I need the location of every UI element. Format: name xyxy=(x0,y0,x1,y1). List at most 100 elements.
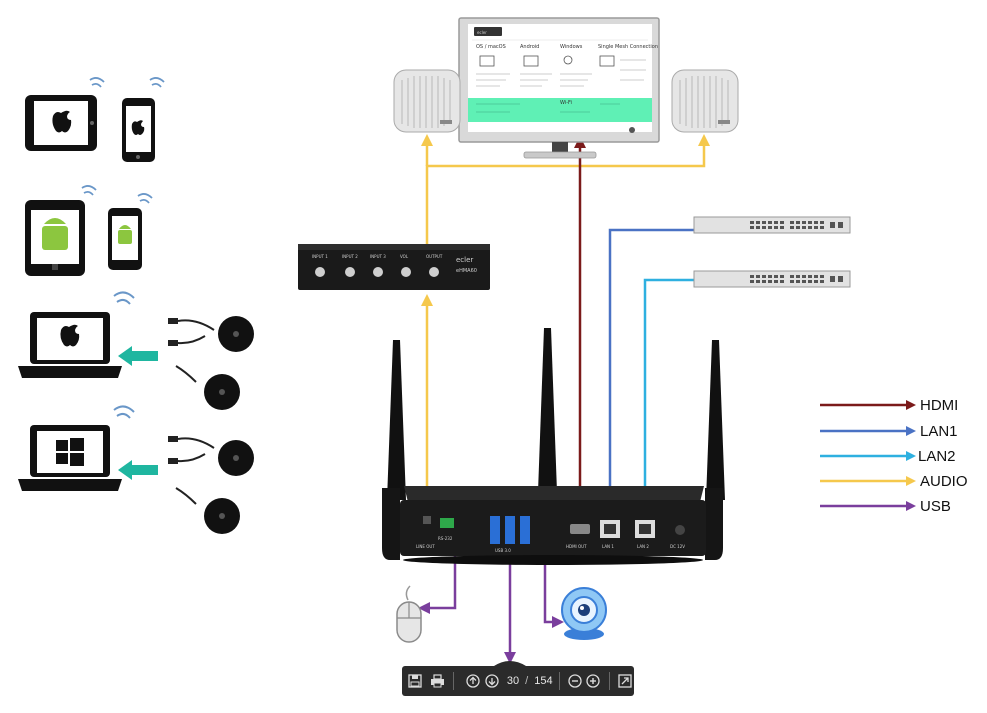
legend-arrow-audio xyxy=(906,476,916,486)
mouse-icon xyxy=(396,585,422,643)
amp-input-3: INPUT 3 xyxy=(370,254,386,259)
port-label-lan2: LAN 2 xyxy=(637,544,649,549)
amp-input-2: INPUT 2 xyxy=(342,254,358,259)
wireless-dongle-icon xyxy=(168,453,206,464)
total-pages: 154 xyxy=(534,675,553,687)
wifi-icon xyxy=(81,185,97,196)
wifi-icon xyxy=(89,77,105,88)
legend-label-usb: USB xyxy=(920,498,951,515)
arrow-left-icon xyxy=(118,460,158,480)
usb-arrow-mouse xyxy=(418,602,430,614)
speaker-right xyxy=(671,69,739,133)
port-label-usb: USB 3.0 xyxy=(495,548,511,553)
monitor-col-2: Android xyxy=(520,44,539,50)
receiver-unit: LINE OUT RS-232 USB 3.0 HDMI OUT LAN 1 L… xyxy=(382,328,725,565)
monitor-col-3: Windows xyxy=(560,44,583,50)
port-label-line-out: LINE OUT xyxy=(416,544,435,549)
wireless-dongle-icon xyxy=(168,436,254,476)
viewer-toolbar: 30 / 154 xyxy=(402,666,634,696)
monitor-banner-text: Wi-Fi xyxy=(560,100,572,106)
apple-logo-icon xyxy=(131,120,145,135)
toolbar-separator xyxy=(558,672,560,690)
wifi-icon xyxy=(113,405,135,419)
zoom-in-icon[interactable] xyxy=(584,671,603,691)
speaker-left xyxy=(393,69,461,133)
toolbar-tab xyxy=(494,661,526,666)
android-logo-icon xyxy=(42,226,68,250)
android-phone-icon xyxy=(108,208,142,270)
legend-arrow-lan1 xyxy=(906,426,916,436)
wireless-dongle-icon xyxy=(168,316,254,352)
amp-vol: VOL xyxy=(400,254,409,259)
wireless-dongle-icon xyxy=(175,487,240,534)
monitor-col-1: OS / macOS xyxy=(476,44,506,50)
audio-arrow-up-amp xyxy=(421,294,433,306)
antenna-right xyxy=(706,340,725,500)
current-page-number[interactable]: 30 xyxy=(506,675,520,687)
legend-label-audio: AUDIO xyxy=(920,473,968,490)
apple-logo-icon xyxy=(52,110,72,133)
webcam-icon xyxy=(561,587,607,640)
wireless-dongle-icon xyxy=(168,335,206,346)
wireless-dongle-icon xyxy=(175,365,240,410)
network-switch-1 xyxy=(693,216,851,234)
port-label-dc: DC 12V xyxy=(670,544,685,549)
dc-port xyxy=(675,525,685,535)
legend-arrow-hdmi xyxy=(906,400,916,410)
usb-port-3 xyxy=(520,516,530,544)
legend: HDMI LAN1 LAN2 AUDIO USB xyxy=(820,397,968,515)
wifi-icon xyxy=(137,193,153,204)
toolbar-separator xyxy=(453,672,454,690)
amp-output: OUTPUT xyxy=(426,254,443,259)
rs232-port xyxy=(440,518,454,528)
windows-logo-icon xyxy=(56,438,84,466)
audio-cables xyxy=(425,138,706,516)
android-tablet-icon xyxy=(25,200,85,276)
legend-label-hdmi: HDMI xyxy=(920,397,958,414)
legend-label-lan2: LAN2 xyxy=(918,448,956,465)
hdmi-out-port xyxy=(570,524,590,534)
network-switch-2 xyxy=(693,270,851,288)
usb-port-2 xyxy=(505,516,515,544)
amp-input-1: INPUT 1 xyxy=(312,254,328,259)
arrow-down-icon[interactable] xyxy=(482,671,501,691)
audio-arrow-up-left xyxy=(421,134,433,146)
apple-logo-icon xyxy=(60,324,80,347)
port-label-lan1: LAN 1 xyxy=(602,544,614,549)
monitor: ecler OS / macOS Android Windows Single … xyxy=(458,17,660,159)
monitor-col-4: Single Mesh Connection xyxy=(598,44,658,50)
fit-icon[interactable] xyxy=(615,671,634,691)
usb-port-1 xyxy=(490,516,500,544)
toolbar-separator xyxy=(608,672,610,690)
windows-laptop-icon xyxy=(18,425,122,491)
usb-arrow-camera xyxy=(552,616,564,628)
print-icon[interactable] xyxy=(429,671,448,691)
save-icon[interactable] xyxy=(406,671,425,691)
wifi-icon xyxy=(113,291,135,305)
legend-arrow-usb xyxy=(906,501,916,511)
amp-model: eHMA60 xyxy=(456,268,477,274)
monitor-logo xyxy=(474,27,502,36)
legend-arrow-lan2 xyxy=(906,451,916,461)
legend-label-lan1: LAN1 xyxy=(920,423,958,440)
monitor-brand: ecler xyxy=(477,30,487,35)
antenna-center xyxy=(538,328,557,492)
android-logo-icon xyxy=(118,230,132,244)
zoom-out-icon[interactable] xyxy=(566,671,585,691)
lan1-cable xyxy=(608,228,694,520)
iphone-icon xyxy=(122,98,155,162)
ipad-icon xyxy=(25,95,97,151)
antenna-left xyxy=(387,340,406,500)
mac-laptop-icon xyxy=(18,312,122,378)
amplifier: INPUT 1 INPUT 2 INPUT 3 VOL OUTPUT ecler… xyxy=(298,244,490,290)
arrow-up-icon[interactable] xyxy=(464,671,483,691)
usb-arrow-hub xyxy=(504,652,516,664)
lan2-cable xyxy=(643,278,694,520)
port-label-rs232: RS-232 xyxy=(438,536,453,541)
audio-arrow-up-right xyxy=(698,134,710,146)
wifi-icon xyxy=(149,77,165,88)
line-out-port xyxy=(423,516,431,524)
arrow-left-icon xyxy=(118,346,158,366)
port-label-hdmi: HDMI OUT xyxy=(566,544,587,549)
